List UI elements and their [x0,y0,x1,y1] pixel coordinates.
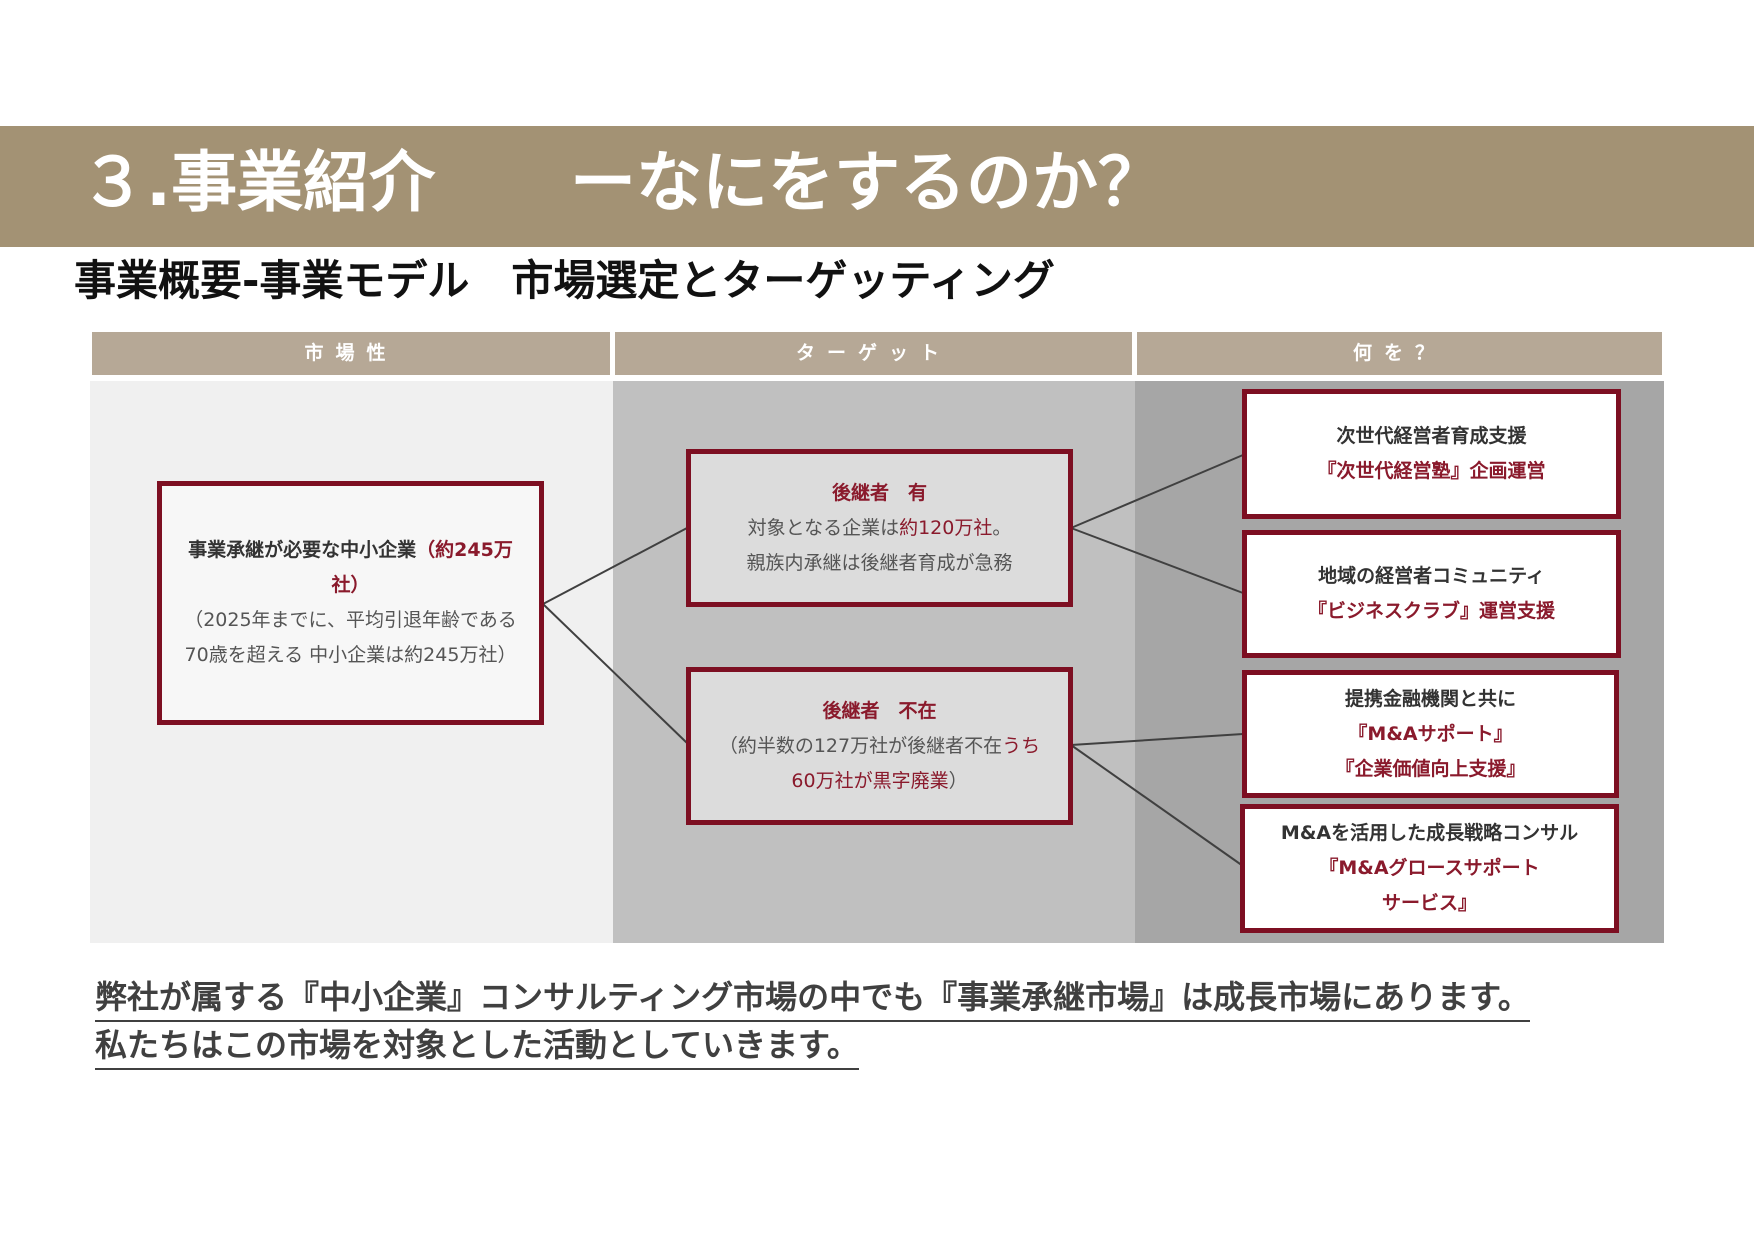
connector-market-to-with-successor [542,527,688,605]
target-no-successor-text-b: うち [1002,734,1041,757]
connector-market-to-no-successor [542,603,688,744]
target-no-successor-text-a: （約半数の127万社が後継者不在 [718,734,1003,757]
market-box: 事業承継が必要な中小企業（約245万 社） （2025年までに、平均引退年齢であ… [157,481,544,725]
page-subtitle: ーなにをするのか？ [570,144,1164,221]
market-box-note-1: （2025年までに、平均引退年齢である [184,609,517,631]
service-2-line-1: 地域の経営者コミュニティ [1318,565,1545,587]
market-box-note-2: 70歳を超える 中小企業は約245万社） [184,644,517,666]
service-1-line-2: 『次世代経営塾』企画運営 [1317,460,1546,482]
market-box-count: （約245万 [416,539,513,561]
connector-no-successor-to-service-3 [1070,733,1244,746]
target-box-with-successor: 後継者 有 対象となる企業は約120万社。 親族内承継は後継者育成が急務 [686,449,1073,607]
service-4-line-2: 『M&Aグロースサポート [1319,857,1540,879]
column-header-what: 何を？ [1137,332,1662,375]
section-heading: 事業概要-事業モデル 市場選定とターゲッティング [74,256,1055,305]
conclusion-line-1: 弊社が属する『中小企業』コンサルティング市場の中でも『事業承継市場』は成長市場に… [95,976,1530,1023]
title-band [0,126,1754,247]
service-box-ma-growth: M&Aを活用した成長戦略コンサル 『M&Aグロースサポート サービス』 [1240,804,1619,933]
target-no-successor-title: 後継者 不在 [822,699,937,722]
column-header-market: 市場性 [92,332,610,375]
target-with-successor-count: 約120万社 [899,516,993,539]
service-4-line-3: サービス』 [1381,892,1477,914]
service-box-ma-support: 提携金融機関と共に 『M&Aサポート』 『企業価値向上支援』 [1242,670,1619,798]
target-with-successor-text-a: 対象となる企業は [747,516,900,539]
service-box-next-gen-school: 次世代経営者育成支援 『次世代経営塾』企画運営 [1242,389,1621,519]
target-with-successor-text-c: 。 [992,516,1012,539]
target-no-successor-text-d: ） [948,769,968,792]
connector-no-successor-to-service-4 [1070,744,1244,867]
service-3-line-2: 『M&Aサポート』 [1348,722,1513,745]
service-3-line-3: 『企業価値向上支援』 [1335,757,1526,780]
target-box-no-successor: 後継者 不在 （約半数の127万社が後継者不在うち 60万社が黒字廃業） [686,667,1073,825]
market-box-count-unit: 社） [331,574,370,596]
service-box-business-club: 地域の経営者コミュニティ 『ビジネスクラブ』運営支援 [1242,530,1621,658]
market-box-heading: 事業承継が必要な中小企業 [188,539,417,561]
target-no-successor-text-c: 60万社が黒字廃業 [791,769,949,792]
target-with-successor-note: 親族内承継は後継者育成が急務 [746,551,1013,574]
service-2-line-2: 『ビジネスクラブ』運営支援 [1307,600,1555,622]
service-4-line-1: M&Aを活用した成長戦略コンサル [1280,822,1579,844]
service-1-line-1: 次世代経営者育成支援 [1336,425,1527,447]
conclusion-line-2: 私たちはこの市場を対象とした活動としていきます。 [95,1024,859,1071]
service-3-line-1: 提携金融機関と共に [1344,687,1516,710]
connector-with-successor-to-service-2 [1070,527,1244,594]
target-with-successor-title: 後継者 有 [831,481,927,504]
connector-with-successor-to-service-1 [1070,454,1244,529]
column-header-target: ターゲット [615,332,1132,375]
page-title: ３.事業紹介 [80,144,436,221]
